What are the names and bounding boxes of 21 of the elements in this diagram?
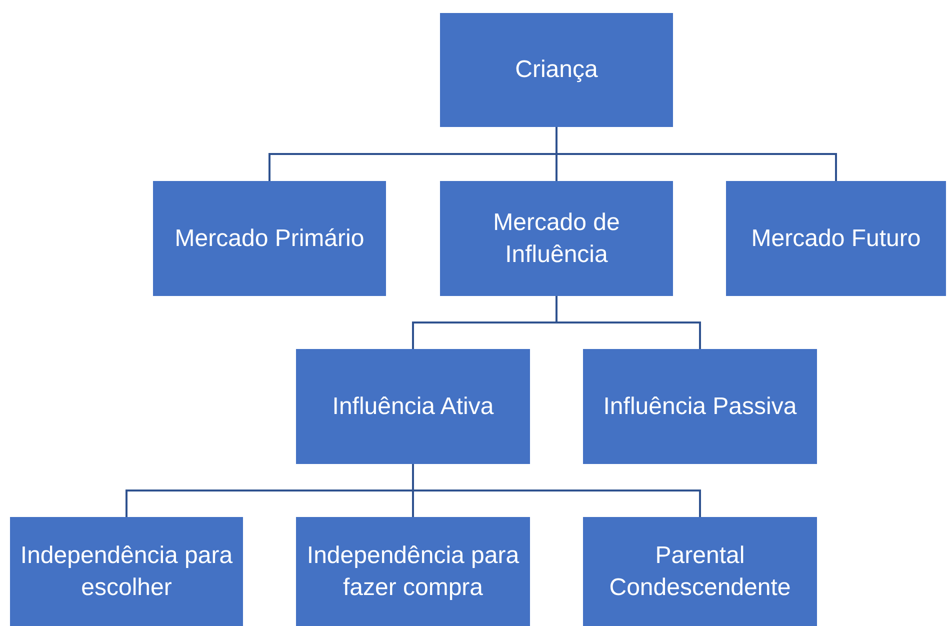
box-label: Influência Passiva: [603, 392, 797, 422]
box-label: Parental Condescendente: [608, 541, 792, 602]
box-label: Independência para fazer compra: [306, 541, 520, 602]
process-box: [583, 517, 817, 626]
process-box: [726, 181, 946, 296]
process-box: [296, 517, 530, 626]
connector-line: [556, 127, 837, 181]
connector-line: [556, 296, 701, 349]
process-box: [440, 13, 673, 127]
box-label: Mercado de Influência: [492, 208, 621, 270]
process-box: [10, 517, 243, 626]
process-box: [153, 181, 386, 296]
box-label: Independência para escolher: [19, 541, 234, 602]
connector-line: [412, 464, 701, 517]
box-label: Influência Ativa: [332, 392, 494, 422]
process-box: [583, 349, 817, 464]
process-box: [440, 181, 673, 296]
box-label: Mercado Primário: [174, 224, 364, 254]
box-label: Criança: [515, 55, 598, 86]
box-label: Mercado Futuro: [751, 224, 921, 254]
process-box: [296, 349, 530, 464]
